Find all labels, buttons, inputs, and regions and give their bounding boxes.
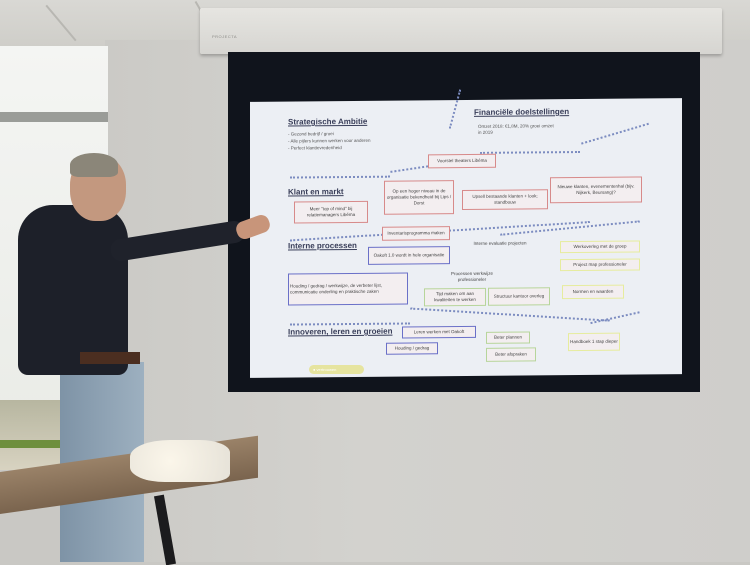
window-frame <box>0 112 108 122</box>
presenter-torso <box>18 205 128 375</box>
box-upsell: Upsell bestaande klanten + look; standbo… <box>462 189 548 211</box>
divider-dots <box>290 175 390 179</box>
box-tijd-maken: Tijd maken om aan kwaliteiten te werken <box>424 287 486 307</box>
slide-footer-badge: ● vertrouwen <box>309 365 364 374</box>
box-beter-plannen: Beter plannen <box>486 331 530 344</box>
internal-processes-title: Interne processen <box>288 240 357 251</box>
presentation-slide: Strategische Ambitie - Gezond bedrijf / … <box>250 89 682 378</box>
box-voorstel: Voorstel theaters Libéma <box>428 153 496 169</box>
strategic-ambition-title: Strategische Ambitie <box>288 116 368 127</box>
box-top-of-mind: Meer "top of mind" bij relatiemanagers L… <box>294 200 368 224</box>
box-houding-werkwijze: Houding / gedrag / werkwijze, de verbete… <box>288 272 408 306</box>
crumpled-paper <box>130 440 230 482</box>
divider-dots <box>290 322 410 326</box>
presenter-hair <box>70 153 118 177</box>
financial-note: Omzet 2018: €1,8M, 20% groei omzet in 20… <box>478 123 554 135</box>
divider-dots <box>590 311 640 325</box>
customer-market-title: Klant en markt <box>288 187 344 197</box>
box-oakoft: Oakoft 1.0 wordt in hele organisatie <box>368 246 450 265</box>
projector-brand-label: PROJECTA <box>212 34 238 39</box>
box-werkoverleg: Werkoverleg met de groep <box>560 240 640 254</box>
box-inventaris: Inventarisprogramma maken <box>382 226 450 241</box>
strategic-bullet: - Gezond bedrijf / groei <box>288 131 334 137</box>
box-houding-gedrag: Houding / gedrag <box>386 342 438 355</box>
outside-lawn <box>0 440 80 448</box>
divider-dots <box>581 122 649 145</box>
box-project-map: Project map professioneler <box>560 258 640 272</box>
financial-goals-title: Financiële doelstellingen <box>474 107 570 117</box>
box-processen: Processen werkwijze professioneler <box>450 270 493 283</box>
projector-screen-housing <box>200 8 722 54</box>
box-beter-afspraken: Beter afspraken <box>486 347 536 362</box>
box-hoger-niveau: Op een hoger niveau in de organisatie be… <box>384 180 454 215</box>
presenter-belt <box>80 352 140 364</box>
strategic-bullet: - Perfect klanttevredenheid <box>288 145 342 151</box>
box-normen: Normen en waarden <box>562 284 624 300</box>
box-handboek: Handboek 1 stap dieper <box>568 332 620 352</box>
divider-dots <box>410 307 610 322</box>
box-structuur: Structuur kantoor overleg <box>488 287 550 306</box>
box-leren-oakoft: Leren werken met Oakoft <box>402 325 476 339</box>
box-nieuwe-klanten: Nieuwe klanten, evenementenhal (bijv. Ni… <box>550 176 642 204</box>
innovate-title: Innoveren, leren en groeien <box>288 326 393 337</box>
box-interne-evaluatie: Interne evaluatie projecten <box>473 240 527 246</box>
strategic-bullet: - Alle pijlers kunnen werken voor andere… <box>288 137 371 144</box>
